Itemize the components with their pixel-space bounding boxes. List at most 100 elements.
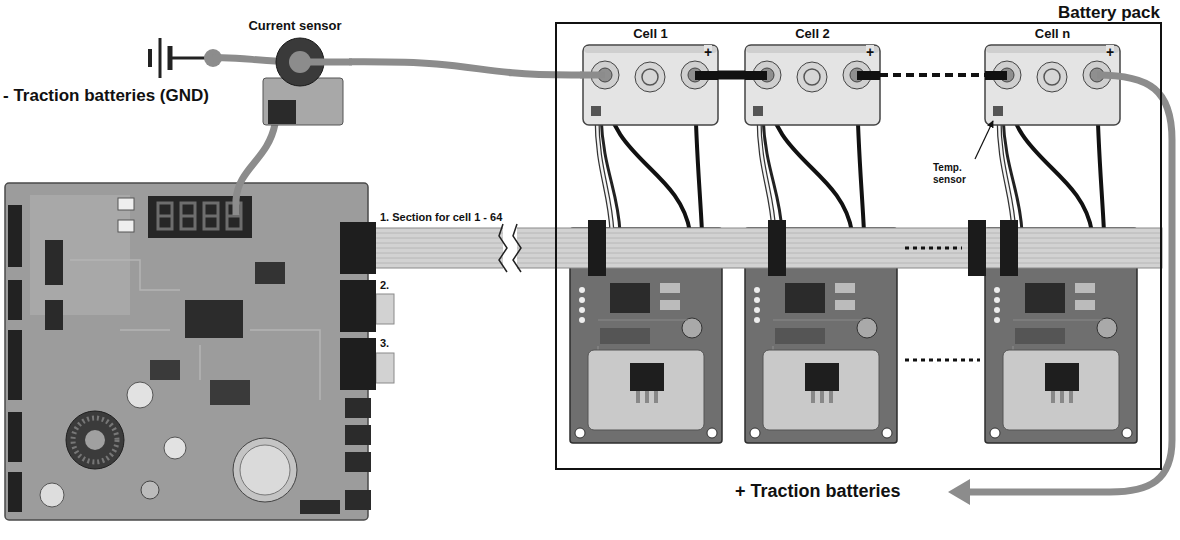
current-sensor-picture xyxy=(300,59,352,66)
busbar xyxy=(857,71,880,80)
node-label: Cell 2 xyxy=(795,26,830,41)
main-board xyxy=(141,481,159,499)
sensor-wire xyxy=(349,62,583,75)
ribbon-cable xyxy=(372,228,1162,268)
main-board xyxy=(118,220,134,232)
group-heading: Battery pack xyxy=(1058,4,1160,21)
main-board xyxy=(45,240,63,285)
main-board xyxy=(8,472,22,512)
main-board xyxy=(164,437,186,459)
sensor-cable xyxy=(236,124,275,215)
ribbon-cable xyxy=(376,294,394,324)
current-sensor-picture xyxy=(268,100,296,124)
battery-cell-picture xyxy=(745,45,880,125)
main-board xyxy=(204,203,218,229)
battery-cell-picture xyxy=(583,45,718,125)
section-label: 1. Section for cell 1 - 64 xyxy=(380,211,502,224)
main-board xyxy=(240,445,290,495)
leader-line xyxy=(975,121,993,159)
ribbon-connector xyxy=(345,452,371,472)
main-board xyxy=(233,438,297,502)
main-board xyxy=(8,330,22,400)
ground-symbol xyxy=(148,49,152,67)
cell-busbar xyxy=(718,71,745,80)
main-board xyxy=(158,203,172,229)
terminal-label: + Traction batteries xyxy=(735,481,901,502)
current-sensor: Current sensor xyxy=(241,18,349,125)
ribbon-connector xyxy=(968,220,986,276)
leader-line xyxy=(975,121,993,159)
ribbon-connector xyxy=(345,398,371,418)
section-label: 3. xyxy=(380,337,389,350)
plus-arrow xyxy=(966,75,1172,492)
busbar xyxy=(580,71,1007,80)
main-board xyxy=(66,411,124,469)
ribbon-connector xyxy=(345,490,371,510)
ribbon-connector xyxy=(340,222,376,274)
ribbon-connector xyxy=(1000,220,1018,276)
ribbon-connector xyxy=(588,220,606,276)
sensor-cable xyxy=(236,124,275,215)
ribbon-cable xyxy=(513,224,521,272)
main-board xyxy=(8,280,22,320)
ribbon-cable xyxy=(499,224,507,272)
continuation-dots xyxy=(905,359,980,362)
ribbon-cable xyxy=(372,224,1162,383)
ground-symbol xyxy=(150,38,222,78)
main-board xyxy=(210,380,250,405)
ground-symbol xyxy=(159,38,162,78)
section-label: 2. xyxy=(380,279,389,292)
main-board xyxy=(150,360,180,380)
main-board xyxy=(181,203,195,229)
continuation-dots xyxy=(905,248,980,360)
node-label: Cell 1 xyxy=(633,26,668,41)
main-board xyxy=(70,260,320,400)
ground-symbol xyxy=(172,57,206,60)
ribbon-connector xyxy=(345,425,371,445)
ribbon-connector xyxy=(340,280,376,332)
polarity-mark: + xyxy=(704,45,712,59)
continuation-dots xyxy=(905,247,962,250)
main-board xyxy=(73,418,117,462)
battery-cell-picture xyxy=(985,45,1120,125)
main-board xyxy=(8,205,22,267)
busbar xyxy=(745,71,767,80)
plus-arrow xyxy=(948,75,1172,505)
main-board xyxy=(85,430,105,450)
node-label: Current sensor xyxy=(248,18,341,33)
main-board xyxy=(255,262,285,284)
battery-cell: Cell 1 xyxy=(583,26,718,126)
terminal-label: - Traction batteries (GND) xyxy=(3,86,209,106)
cell-busbar xyxy=(880,73,985,77)
busbar xyxy=(985,71,1007,80)
busbar xyxy=(580,72,605,79)
main-board xyxy=(118,198,134,210)
battery-cell: Cell n xyxy=(985,26,1120,126)
main-board xyxy=(185,300,243,338)
battery-cell: Cell 2 xyxy=(745,26,880,126)
node-label: Cell n xyxy=(1035,26,1070,41)
ribbon-cable xyxy=(372,233,1162,263)
main-board xyxy=(5,183,368,520)
ribbon-connector xyxy=(340,220,1018,510)
ground-symbol xyxy=(168,46,173,70)
callout-label: Temp. sensor xyxy=(933,162,979,185)
main-board xyxy=(300,500,340,514)
busbar xyxy=(695,71,718,80)
ribbon-connector xyxy=(768,220,786,276)
main-board xyxy=(45,300,63,330)
battery-pack: Battery packCell 1Cell 2Cell n xyxy=(555,22,1162,470)
main-board xyxy=(127,382,153,408)
ribbon-cable xyxy=(376,353,394,383)
polarity-mark: + xyxy=(866,45,874,59)
main-board xyxy=(5,183,368,520)
main-board xyxy=(8,412,22,462)
plus-arrow xyxy=(948,479,970,505)
current-sensor-picture xyxy=(263,38,352,125)
main-board xyxy=(40,483,64,507)
polarity-mark: + xyxy=(1106,45,1114,59)
